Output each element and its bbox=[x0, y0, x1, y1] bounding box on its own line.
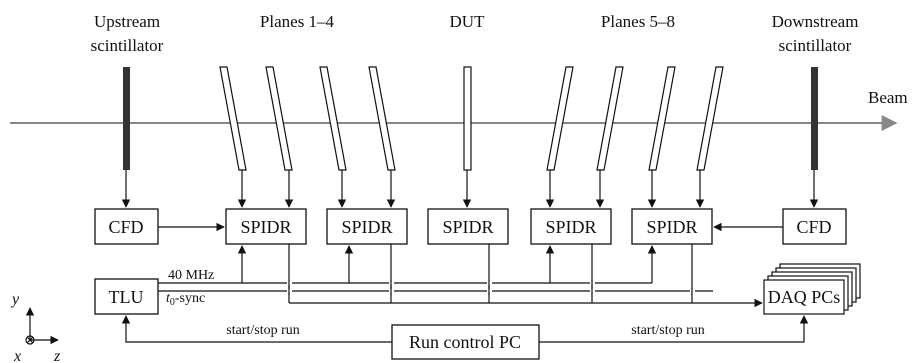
downstream-label-line2: scintillator bbox=[779, 36, 852, 55]
spidr-box-dut bbox=[427, 208, 509, 245]
plane-6 bbox=[596, 66, 624, 171]
tlu-box bbox=[94, 278, 159, 315]
daq-pcs-stack bbox=[763, 263, 861, 315]
upstream-label-line2: scintillator bbox=[91, 36, 164, 55]
plane-7 bbox=[648, 66, 676, 171]
downstream-label-line1: Downstream bbox=[772, 12, 859, 31]
plane-5 bbox=[546, 66, 574, 171]
cfd-left-box bbox=[94, 208, 159, 245]
spidr-label-4: SPIDR bbox=[646, 217, 697, 237]
start-stop-left-label: start/stop run bbox=[226, 323, 300, 338]
downstream-scintillator bbox=[811, 67, 818, 170]
plane-4 bbox=[368, 66, 396, 171]
run-control-to-daq bbox=[539, 315, 809, 343]
upstream-scintillator bbox=[123, 67, 130, 170]
tlu-label: TLU bbox=[109, 287, 144, 307]
plane-2 bbox=[265, 66, 293, 171]
axis-z-label: z bbox=[53, 348, 61, 363]
spidr-label-3: SPIDR bbox=[545, 217, 596, 237]
coordinate-axes bbox=[25, 307, 59, 345]
run-control-pc-box bbox=[391, 324, 540, 360]
clock-label: 40 MHz bbox=[168, 268, 214, 283]
spidr-box-2 bbox=[326, 208, 408, 245]
spidr-box-3 bbox=[530, 208, 612, 245]
spidr-label-dut: SPIDR bbox=[442, 217, 493, 237]
beam-label: Beam bbox=[868, 88, 908, 107]
spidr-label-1: SPIDR bbox=[240, 217, 291, 237]
plane-3 bbox=[319, 66, 347, 171]
cfd-right-label: CFD bbox=[796, 217, 831, 237]
planes-1-4-label: Planes 1–4 bbox=[260, 12, 335, 31]
axis-x-label: x bbox=[13, 348, 21, 363]
sync-label: t0-sync bbox=[166, 291, 205, 308]
plane-8 bbox=[696, 66, 724, 171]
spidr-box-4 bbox=[631, 208, 713, 245]
spidr-box-1 bbox=[225, 208, 307, 245]
run-control-pc-label: Run control PC bbox=[409, 332, 521, 352]
start-stop-right-label: start/stop run bbox=[631, 323, 705, 338]
spidr-label-2: SPIDR bbox=[341, 217, 392, 237]
dut-label: DUT bbox=[450, 12, 486, 31]
planes-5-8-label: Planes 5–8 bbox=[601, 12, 675, 31]
plane-1 bbox=[219, 66, 247, 171]
cfd-left-label: CFD bbox=[108, 217, 143, 237]
upstream-label-line1: Upstream bbox=[94, 12, 160, 31]
axis-y-label: y bbox=[10, 291, 20, 308]
run-control-to-tlu bbox=[121, 315, 392, 343]
daq-pcs-label: DAQ PCs bbox=[768, 287, 841, 307]
dut-plane bbox=[463, 66, 472, 171]
